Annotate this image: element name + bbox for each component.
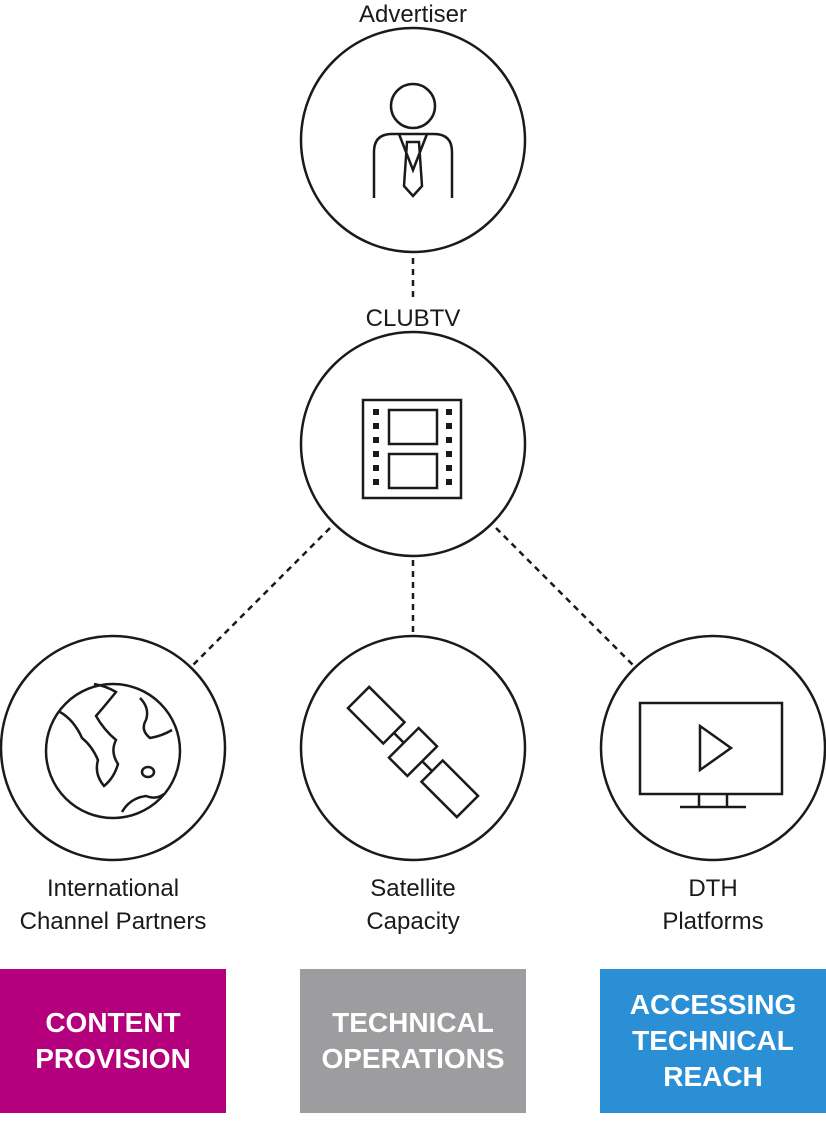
clubtv-label: CLUBTV [313,302,513,335]
technical-operations-line-2: OPERATIONS [321,1043,505,1074]
satellite-icon [346,685,480,819]
advertiser-label-text: Advertiser [358,1,468,28]
businessman-icon [372,82,454,198]
international-label-line-2: Channel Partners [19,908,207,935]
content-provision-line-2: PROVISION [35,1043,191,1074]
content-provision-box: CONTENT PROVISION [0,969,226,1113]
clubtv-label-text: CLUBTV [365,305,461,332]
satellite-label-line-2: Capacity [366,908,460,935]
clubtv-circle [299,330,527,558]
international-label: International Channel Partners [0,872,226,938]
accessing-technical-reach-box: ACCESSING TECHNICAL REACH [600,969,826,1113]
dth-label-line-2: Platforms [662,908,764,935]
film-strip-icon [361,398,463,500]
satellite-circle [299,634,527,862]
globe-icon [44,682,182,820]
accessing-technical-reach-line-2: TECHNICAL [632,1025,794,1056]
technical-operations-box: TECHNICAL OPERATIONS [300,969,526,1113]
advertiser-circle [299,26,527,254]
accessing-technical-reach-line-1: ACCESSING [629,989,797,1020]
satellite-label: Satellite Capacity [300,872,526,938]
connector-clubtv-international [189,527,331,669]
advertiser-label: Advertiser [313,0,513,31]
dth-label-line-1: DTH [688,875,738,902]
technical-operations-line-1: TECHNICAL [332,1007,494,1038]
dth-label: DTH Platforms [600,872,826,938]
satellite-label-line-1: Satellite [370,875,456,902]
connector-clubtv-dth [495,527,637,669]
dth-circle [599,634,826,862]
tv-play-icon [638,701,784,809]
content-provision-line-1: CONTENT [45,1007,181,1038]
accessing-technical-reach-line-3: REACH [663,1061,763,1092]
international-label-line-1: International [46,875,180,902]
international-circle [0,634,227,862]
